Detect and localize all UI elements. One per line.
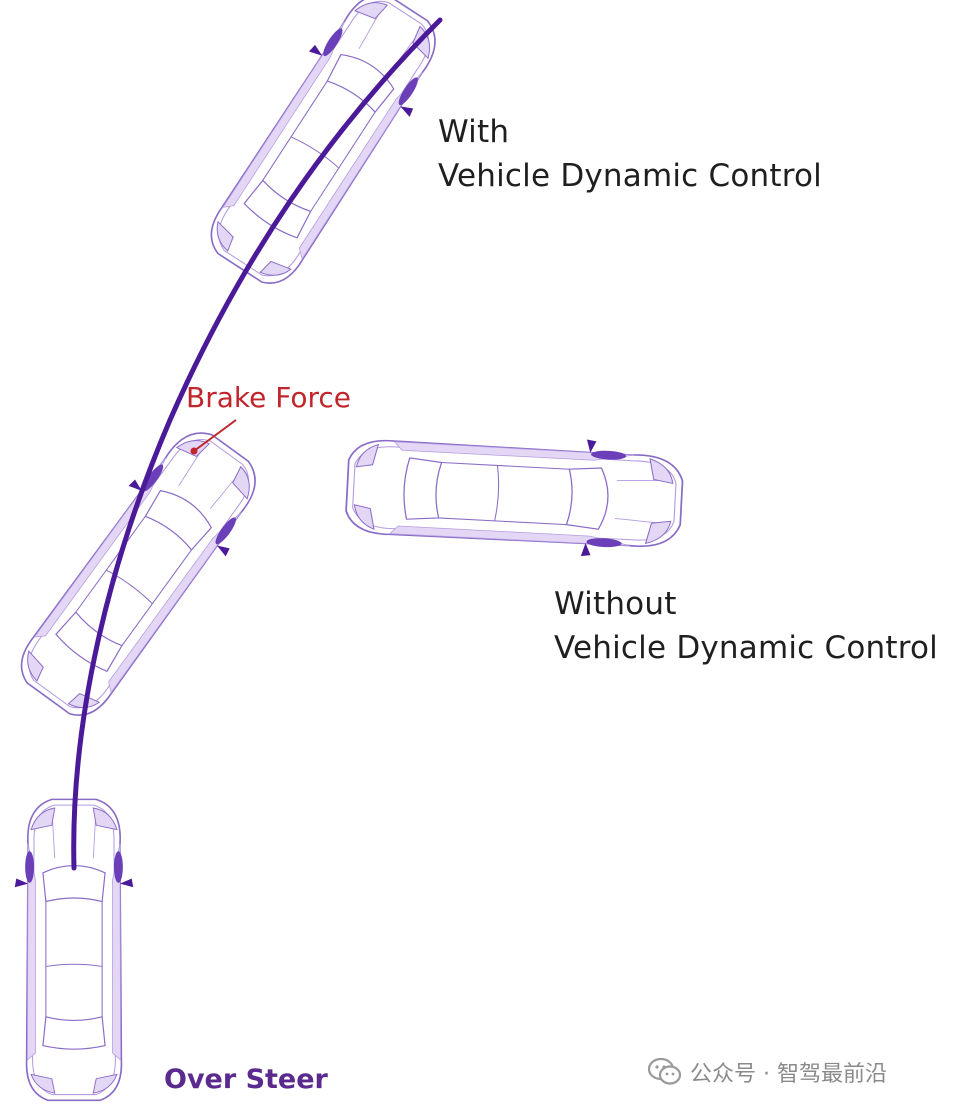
brake-force-pointer — [193, 419, 237, 452]
over-steer-label: Over Steer — [164, 1064, 328, 1095]
car-brake-force — [0, 411, 280, 735]
brake-force-label: Brake Force — [186, 381, 351, 414]
brake-force-point — [190, 447, 198, 455]
with-vdc-line2: Vehicle Dynamic Control — [438, 158, 822, 194]
with-vdc-line1: With — [438, 114, 510, 150]
without-vdc-line1: Without — [554, 586, 677, 622]
without-vdc-label: Without Vehicle Dynamic Control — [554, 582, 938, 670]
trajectory-path — [71, 17, 443, 871]
car-without-vdc — [343, 426, 686, 563]
with-vdc-label: With Vehicle Dynamic Control — [438, 110, 822, 198]
watermark-text: 公众号 · 智驾最前沿 — [690, 1062, 887, 1087]
without-vdc-line2: Vehicle Dynamic Control — [554, 630, 938, 666]
wechat-icon — [648, 1058, 682, 1085]
watermark: 公众号 · 智驾最前沿 — [648, 1056, 887, 1088]
